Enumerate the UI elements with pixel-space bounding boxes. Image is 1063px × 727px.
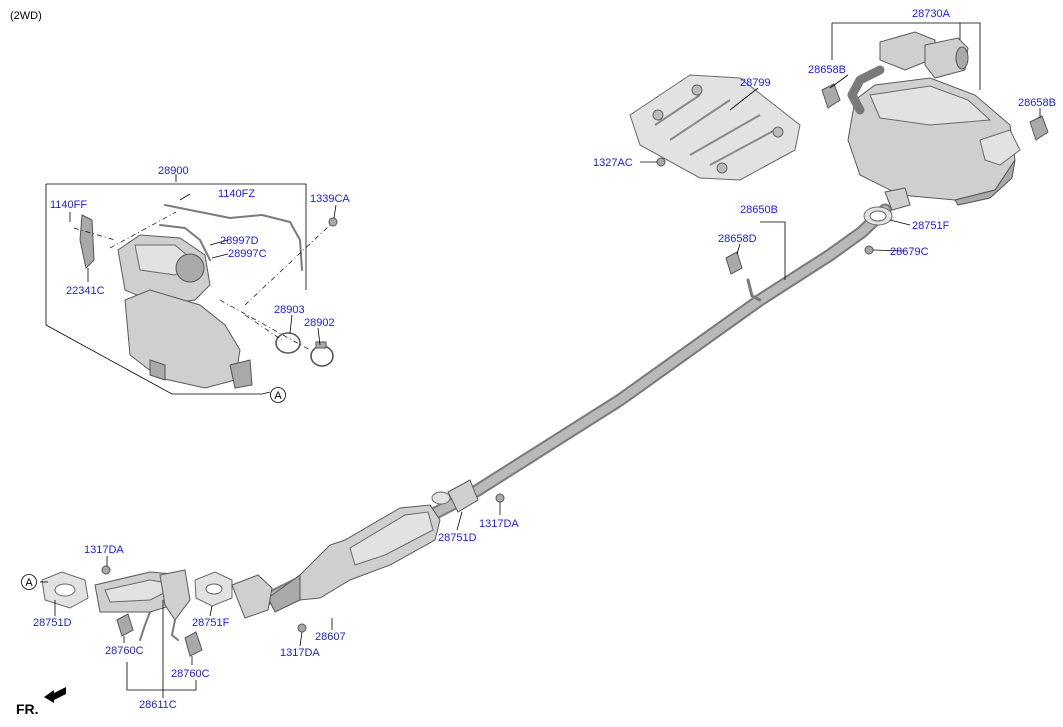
part-label-28751D-left[interactable]: 28751D	[33, 617, 72, 629]
part-label-28658D[interactable]: 28658D	[718, 233, 757, 245]
hanger-28760C-left	[116, 613, 134, 637]
part-label-28679C[interactable]: 28679C	[890, 246, 929, 258]
part-label-28799[interactable]: 28799	[740, 77, 771, 89]
part-label-28751F-bottom[interactable]: 28751F	[192, 617, 230, 629]
part-label-1317DA-mid[interactable]: 1317DA	[479, 518, 519, 530]
part-label-28997D[interactable]: 28997D	[220, 235, 259, 247]
part-label-28760C-left[interactable]: 28760C	[105, 645, 144, 657]
group-box	[45, 174, 331, 395]
front-orientation: FR.	[16, 687, 66, 717]
catalytic-converter	[267, 504, 441, 613]
nut-1317DA-mid	[495, 493, 505, 503]
hanger-28760C-right	[184, 631, 203, 657]
part-label-28997C[interactable]: 28997C	[228, 248, 267, 260]
front-label: FR.	[16, 701, 39, 717]
nut-1317DA-bottom	[297, 623, 307, 633]
mid-flange	[431, 479, 479, 513]
part-label-1327AC[interactable]: 1327AC	[593, 157, 633, 169]
ref-marker-a-top-text: A	[274, 390, 282, 402]
nut-1327AC	[656, 157, 666, 167]
part-label-1339CA[interactable]: 1339CA	[310, 193, 350, 205]
rear-muffler	[847, 31, 1021, 206]
ref-marker-a-bottom: A	[21, 574, 37, 590]
exhaust-manifold-assembly	[79, 204, 303, 389]
part-label-28650B[interactable]: 28650B	[740, 204, 778, 216]
part-label-28607[interactable]: 28607	[315, 631, 346, 643]
gasket-28903	[275, 332, 301, 354]
gasket-28751F-top	[863, 187, 911, 226]
part-label-28751F-top[interactable]: 28751F	[912, 220, 950, 232]
part-label-28658B-right[interactable]: 28658B	[1018, 97, 1056, 109]
front-arrow-icon	[44, 687, 66, 703]
part-label-28751D-mid[interactable]: 28751D	[438, 532, 477, 544]
part-label-28760C-right[interactable]: 28760C	[171, 668, 210, 680]
part-label-22341C[interactable]: 22341C	[66, 285, 105, 297]
part-label-1140FZ[interactable]: 1140FZ	[218, 188, 255, 200]
nut-28679C	[864, 245, 874, 255]
variant-note: (2WD)	[10, 10, 42, 22]
nut-1317DA-left	[101, 565, 111, 575]
front-pipe-assembly	[41, 569, 273, 641]
ref-marker-a-bottom-text: A	[25, 577, 33, 589]
part-label-1140FF[interactable]: 1140FF	[50, 199, 87, 211]
part-label-1317DA-bottom[interactable]: 1317DA	[280, 647, 320, 659]
hanger-28658B-left	[821, 83, 841, 109]
clamp-28902	[310, 341, 334, 367]
part-label-28730A[interactable]: 28730A	[912, 8, 951, 20]
hanger-28658D	[725, 251, 743, 275]
leader-lines	[40, 22, 1041, 698]
bolt-1339CA	[328, 217, 338, 227]
part-label-28658B-left[interactable]: 28658B	[808, 64, 846, 76]
part-label-28900[interactable]: 28900	[158, 165, 189, 177]
part-label-28902[interactable]: 28902	[304, 317, 335, 329]
ref-marker-a-top: A	[270, 387, 286, 403]
heat-shield	[629, 74, 801, 181]
part-label-1317DA-left[interactable]: 1317DA	[84, 544, 124, 556]
hanger-28658B-right	[1029, 115, 1049, 141]
part-label-28903[interactable]: 28903	[274, 304, 305, 316]
part-label-28611C[interactable]: 28611C	[139, 699, 177, 711]
